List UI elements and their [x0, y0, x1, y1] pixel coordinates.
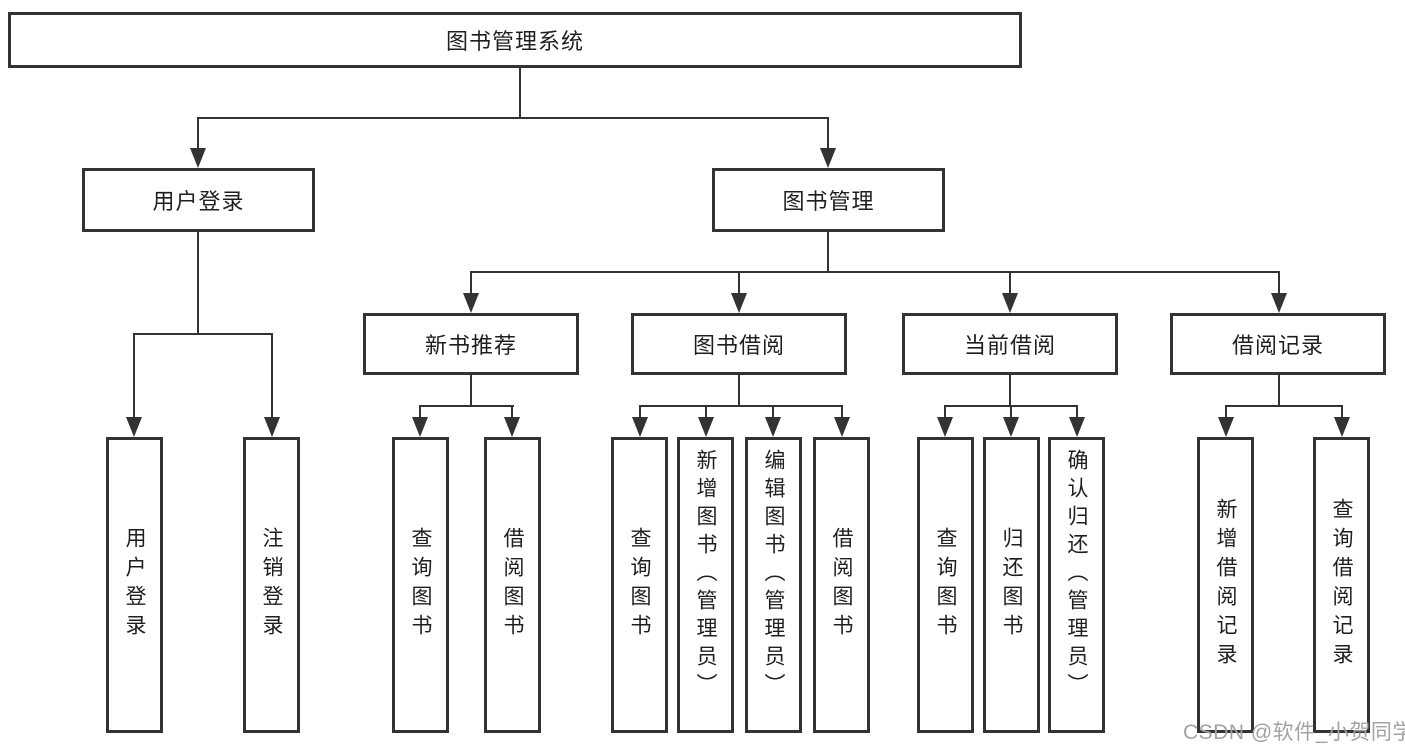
connector-vline — [827, 232, 829, 273]
connector-vline — [944, 405, 946, 419]
arrowhead-down-icon — [190, 148, 206, 168]
arrowhead-down-icon — [412, 417, 428, 437]
connector-vline — [1009, 271, 1011, 295]
connector-vline — [1341, 405, 1343, 419]
connector-hline — [419, 405, 514, 407]
node-user-login: 用户登录 — [82, 168, 315, 232]
connector-vline — [1278, 375, 1280, 407]
leaf-borrow-query-books: 查询图书 — [611, 437, 668, 733]
arrowhead-down-icon — [820, 148, 836, 168]
node-new-book-recommend: 新书推荐 — [363, 313, 579, 375]
leaf-newrec-query-books: 查询图书 — [392, 437, 449, 733]
connector-vline — [827, 117, 829, 150]
arrowhead-down-icon — [1069, 417, 1085, 437]
arrowhead-down-icon — [937, 417, 953, 437]
connector-hline — [1225, 405, 1343, 407]
arrowhead-down-icon — [1003, 417, 1019, 437]
connector-vline — [1009, 375, 1011, 407]
connector-hline — [133, 333, 273, 335]
node-current-borrow: 当前借阅 — [902, 313, 1118, 375]
connector-vline — [519, 68, 521, 118]
connector-vline — [470, 375, 472, 407]
connector-vline — [1278, 271, 1280, 295]
arrowhead-down-icon — [698, 417, 714, 437]
connector-vline — [1225, 405, 1227, 419]
arrowhead-down-icon — [126, 417, 142, 437]
leaf-current-return-books: 归还图书 — [983, 437, 1040, 733]
connector-vline — [197, 232, 199, 335]
leaf-user-login: 用户登录 — [106, 437, 163, 733]
connector-vline — [841, 405, 843, 419]
arrowhead-down-icon — [504, 417, 520, 437]
arrowhead-down-icon — [632, 417, 648, 437]
connector-vline — [419, 405, 421, 419]
leaf-records-query-record: 查询借阅记录 — [1313, 437, 1370, 733]
connector-vline — [639, 405, 641, 419]
leaf-current-query-books: 查询图书 — [917, 437, 974, 733]
leaf-logout: 注销登录 — [243, 437, 300, 733]
node-book-management: 图书管理 — [712, 168, 945, 232]
leaf-borrow-edit-books-admin: 编辑图书（管理员） — [745, 437, 802, 733]
leaf-records-add-record: 新增借阅记录 — [1197, 437, 1254, 733]
node-book-borrow: 图书借阅 — [631, 313, 847, 375]
connector-vline — [738, 271, 740, 295]
connector-hline — [470, 271, 1280, 273]
csdn-watermark: CSDN @软件_小贺同学 — [1183, 721, 1405, 744]
arrowhead-down-icon — [1271, 293, 1287, 313]
node-borrow-records: 借阅记录 — [1170, 313, 1386, 375]
arrowhead-down-icon — [765, 417, 781, 437]
leaf-newrec-borrow-books: 借阅图书 — [484, 437, 541, 733]
connector-vline — [705, 405, 707, 419]
connector-vline — [1076, 405, 1078, 419]
connector-vline — [1010, 405, 1012, 419]
connector-vline — [511, 405, 513, 419]
leaf-borrow-add-books-admin: 新增图书（管理员） — [677, 437, 734, 733]
connector-vline — [772, 405, 774, 419]
arrowhead-down-icon — [731, 293, 747, 313]
leaf-current-confirm-return-admin: 确认归还（管理员） — [1048, 437, 1105, 733]
arrowhead-down-icon — [834, 417, 850, 437]
connector-vline — [197, 117, 199, 150]
connector-hline — [639, 405, 843, 407]
connector-vline — [271, 333, 273, 417]
arrowhead-down-icon — [1002, 293, 1018, 313]
connector-vline — [738, 375, 740, 407]
node-root-library-system: 图书管理系统 — [8, 12, 1022, 68]
arrowhead-down-icon — [1218, 417, 1234, 437]
connector-hline — [197, 117, 829, 119]
connector-vline — [133, 333, 135, 417]
connector-vline — [470, 271, 472, 295]
leaf-borrow-borrow-books: 借阅图书 — [813, 437, 870, 733]
arrowhead-down-icon — [264, 417, 280, 437]
arrowhead-down-icon — [463, 293, 479, 313]
arrowhead-down-icon — [1334, 417, 1350, 437]
